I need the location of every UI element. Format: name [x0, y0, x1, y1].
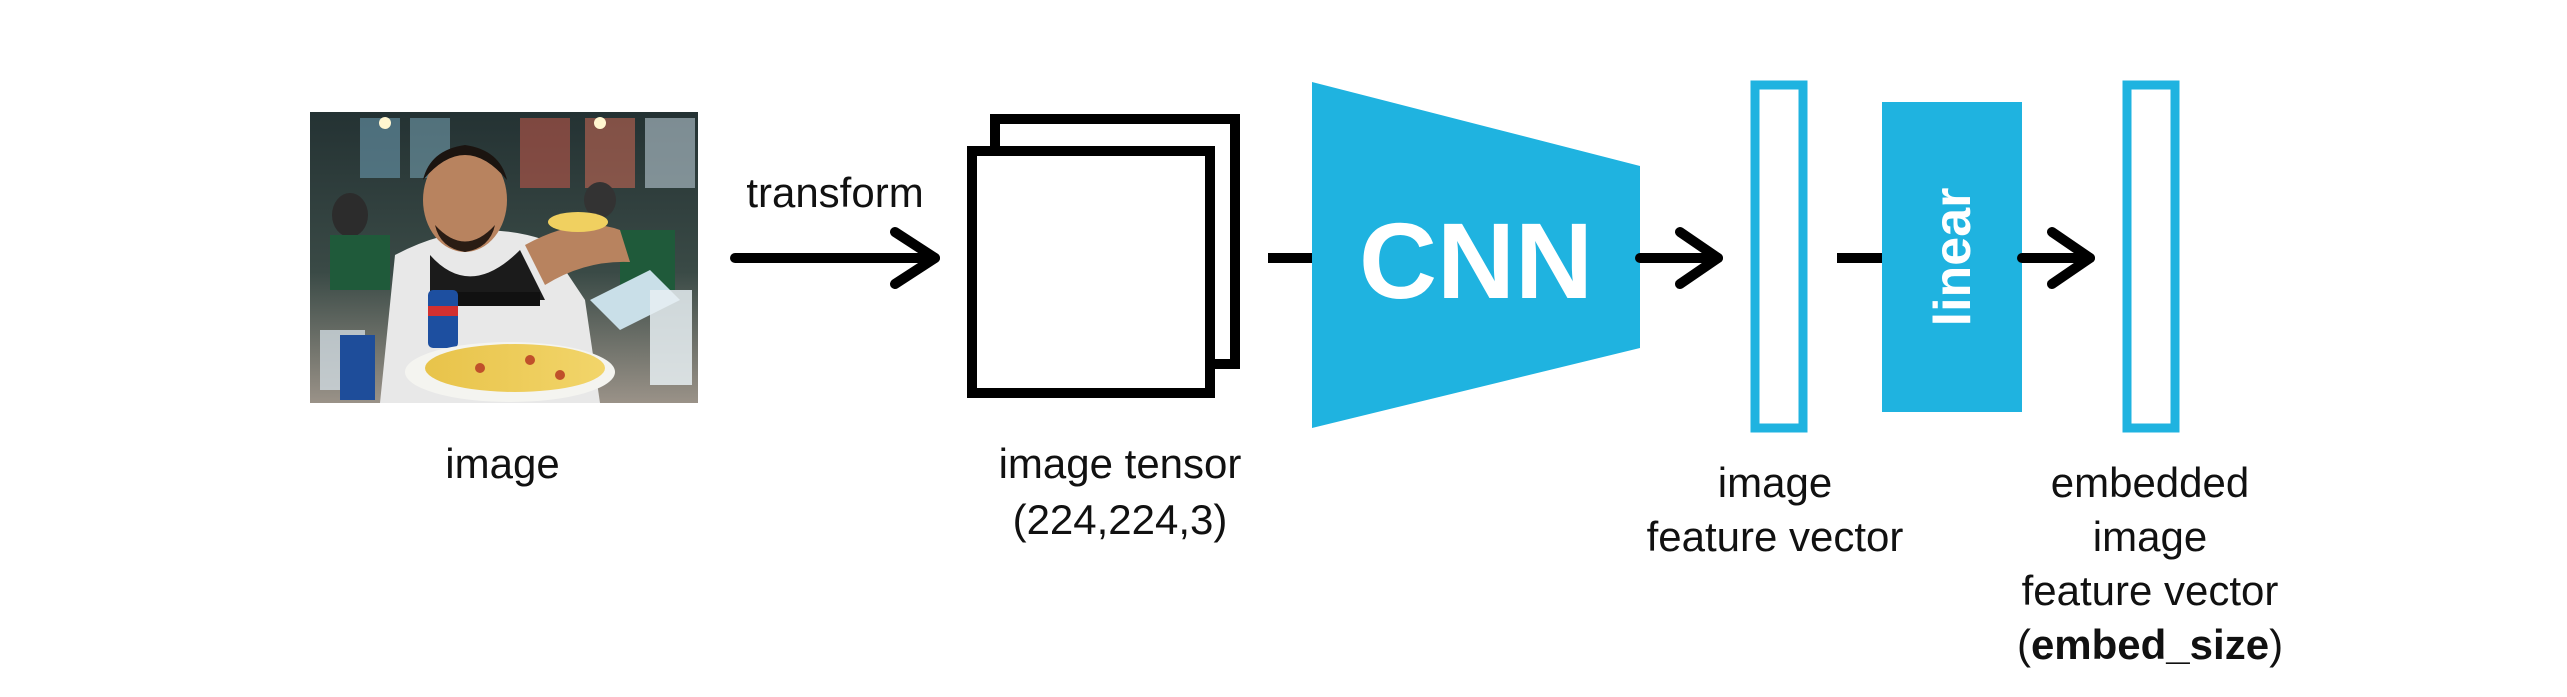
transform-label: transform	[746, 169, 924, 216]
embedded-feature-vector	[2122, 80, 2180, 433]
transform-arrow	[730, 227, 940, 289]
feature-vector-label-line2: feature vector	[1646, 513, 1904, 560]
image-tensor-icon	[967, 114, 1240, 398]
embedded-label-line1: embedded	[2050, 459, 2250, 506]
embedded-open-paren: (	[2016, 621, 2031, 668]
embedded-label-line4: (embed_size)	[1990, 618, 2310, 672]
embedded-label-line2: image	[2092, 513, 2208, 560]
embedded-close-paren: )	[2269, 621, 2284, 668]
feature-vector	[1750, 80, 1808, 433]
cnn-block: CNN	[1312, 82, 1640, 428]
cnn-label: CNN	[1359, 200, 1593, 321]
linear-label: linear	[1924, 188, 1982, 327]
linear-to-embedded-arrow	[2017, 227, 2095, 289]
tensor-label-line2: (224,224,3)	[1012, 496, 1228, 543]
input-photo	[310, 112, 698, 403]
linear-block: linear	[1882, 102, 2022, 412]
embed-size-param: embed_size	[2030, 621, 2270, 668]
feature-vector-label-line1: image	[1717, 459, 1833, 506]
embedded-label-line3: feature vector	[2021, 567, 2279, 614]
image-label: image	[445, 440, 560, 487]
cnn-to-feature-arrow	[1635, 227, 1723, 289]
tensor-label-line1: image tensor	[998, 440, 1242, 487]
